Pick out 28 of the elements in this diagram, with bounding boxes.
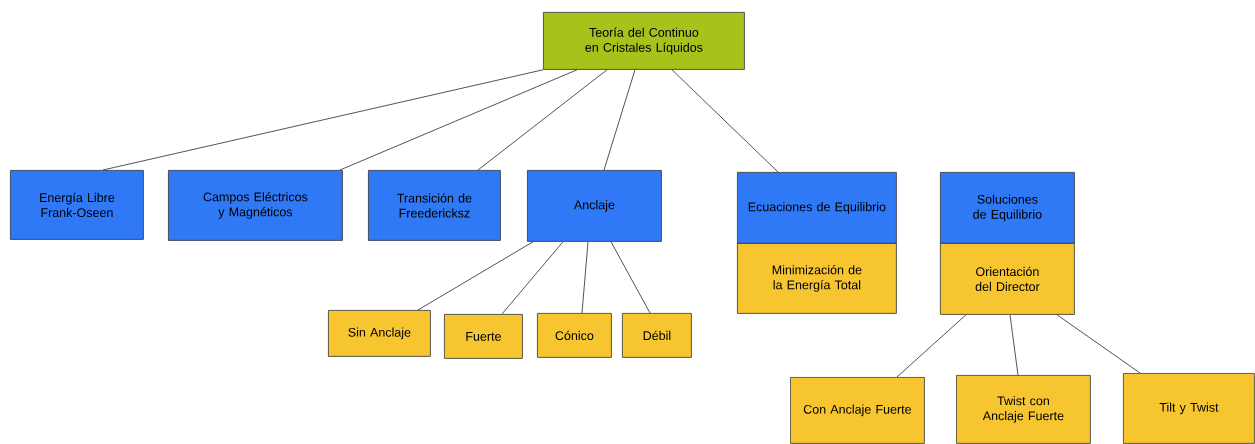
subtopic-box: Twist con Anclaje Fuerte [956,375,1091,444]
concept-box: Energía Libre Frank-Oseen [10,170,144,240]
concept-box: Transición de Freedericksz [368,170,501,241]
subtopic-box: Cónico [537,313,612,358]
topic-box: Teoría del Continuo en Cristales Líquidos [543,12,745,70]
concept-box: Ecuaciones de Equilibrio [737,172,897,244]
subtopic-box: Minimización de la Energía Total [737,243,897,314]
connector-line [1056,314,1141,374]
connector-line [477,69,608,171]
connector-line [671,69,779,173]
subtopic-box: Con Anclaje Fuerte [790,377,925,444]
subtopic-box: Sin Anclaje [328,310,431,357]
connector-line [603,69,636,171]
concept-box: Anclaje [527,170,662,242]
connector-line [417,241,534,311]
subtopic-box: Fuerte [444,314,523,359]
connector-line [102,69,544,171]
concept-box: Campos Eléctricos y Magnéticos [168,170,343,241]
subtopic-box: Débil [622,313,692,358]
connector-line [896,314,967,378]
connector-line [339,69,578,171]
connector-line [1009,314,1019,376]
connector-line [581,241,589,314]
subtopic-box: Tilt y Twist [1123,373,1255,444]
concept-box: Soluciones de Equilibrio [940,172,1075,244]
subtopic-box: Orientación del Director [940,243,1075,315]
connector-line [501,241,564,315]
connector-line [610,241,651,314]
